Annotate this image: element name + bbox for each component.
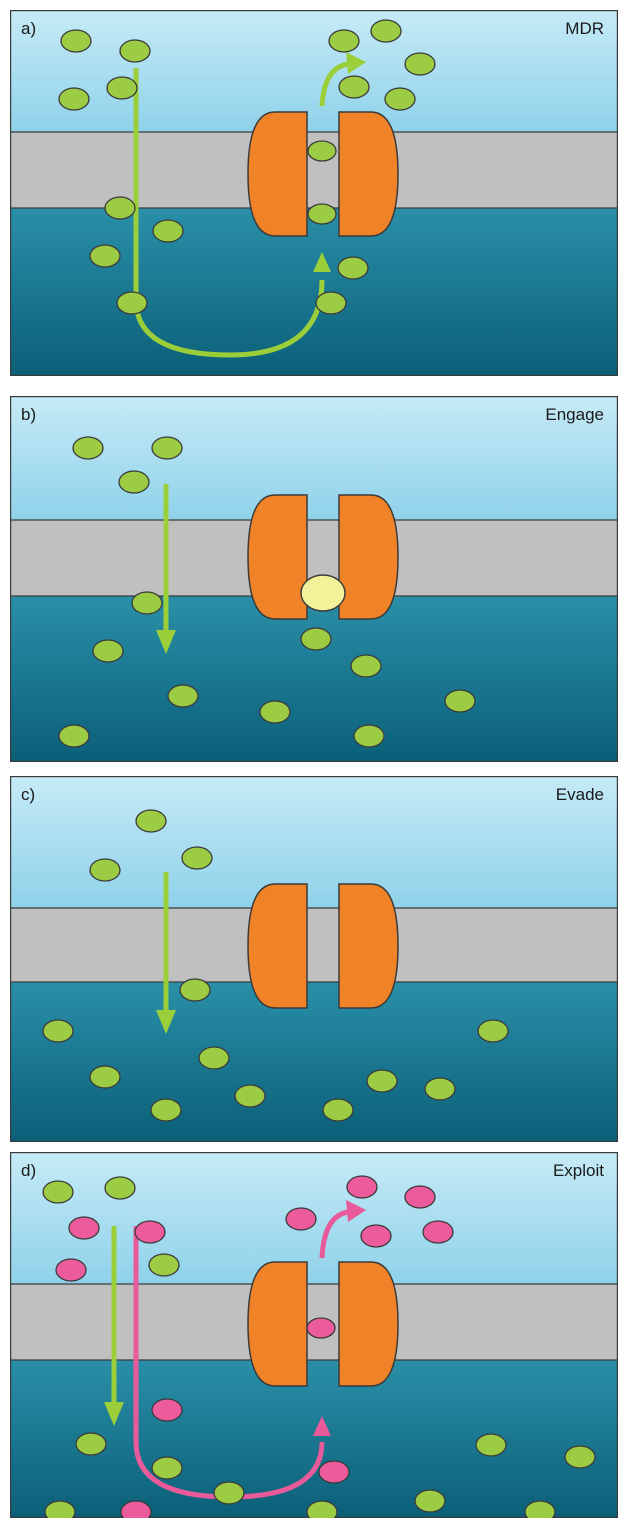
pink-compound-molecule <box>307 1318 335 1338</box>
extracellular-space <box>10 10 618 132</box>
pink-compound-molecule <box>152 1399 182 1421</box>
panel-title: Exploit <box>553 1162 604 1179</box>
drug-molecule <box>182 847 212 869</box>
drug-molecule <box>371 20 401 42</box>
drug-molecule <box>136 810 166 832</box>
extracellular-space <box>10 776 618 908</box>
drug-molecule <box>168 685 198 707</box>
drug-molecule <box>105 197 135 219</box>
drug-molecule <box>445 690 475 712</box>
drug-molecule <box>120 40 150 62</box>
panel-evade: c) Evade <box>10 776 618 1142</box>
drug-molecule <box>308 204 336 224</box>
pink-compound-molecule <box>405 1186 435 1208</box>
drug-molecule <box>105 1177 135 1199</box>
pink-compound-molecule <box>121 1501 151 1518</box>
drug-molecule <box>260 701 290 723</box>
pink-compound-molecule <box>319 1461 349 1483</box>
drug-molecule <box>59 88 89 110</box>
panel-title: Engage <box>545 406 604 423</box>
drug-molecule <box>351 655 381 677</box>
pink-compound-molecule <box>423 1221 453 1243</box>
drug-molecule <box>199 1047 229 1069</box>
drug-molecule <box>316 292 346 314</box>
drug-molecule <box>152 1457 182 1479</box>
drug-molecule <box>93 640 123 662</box>
drug-molecule <box>180 979 210 1001</box>
panel-label: d) <box>21 1162 36 1179</box>
cell-membrane <box>10 908 618 982</box>
efflux-pump-right-half <box>339 112 398 236</box>
drug-molecule <box>385 88 415 110</box>
drug-molecule <box>339 76 369 98</box>
panel-label: a) <box>21 20 36 37</box>
efflux-pump-right-half <box>339 495 398 619</box>
drug-molecule <box>151 1099 181 1121</box>
pink-compound-molecule <box>69 1217 99 1239</box>
drug-molecule <box>107 77 137 99</box>
panel-exploit: d) Exploit <box>10 1152 618 1518</box>
bound-inhibitor <box>301 575 345 611</box>
drug-molecule <box>425 1078 455 1100</box>
drug-molecule <box>308 141 336 161</box>
drug-molecule <box>329 30 359 52</box>
efflux-pump-right-half <box>339 884 398 1008</box>
panel-engage: b) Engage <box>10 396 618 762</box>
drug-molecule <box>149 1254 179 1276</box>
cytoplasm <box>10 982 618 1142</box>
drug-molecule <box>565 1446 595 1468</box>
extracellular-space <box>10 396 618 520</box>
drug-molecule <box>525 1501 555 1518</box>
drug-molecule <box>153 220 183 242</box>
efflux-pump-right-half <box>339 1262 398 1386</box>
drug-molecule <box>73 437 103 459</box>
efflux-pump-left-half <box>248 884 307 1008</box>
pink-compound-molecule <box>286 1208 316 1230</box>
cytoplasm <box>10 596 618 762</box>
drug-molecule <box>323 1099 353 1121</box>
drug-molecule <box>43 1020 73 1042</box>
drug-molecule <box>117 292 147 314</box>
pink-compound-molecule <box>347 1176 377 1198</box>
drug-molecule <box>367 1070 397 1092</box>
panel-mdr: a) MDR <box>10 10 618 376</box>
drug-molecule <box>90 859 120 881</box>
drug-molecule <box>338 257 368 279</box>
efflux-pump-left-half <box>248 1262 307 1386</box>
pink-compound-molecule <box>56 1259 86 1281</box>
drug-molecule <box>405 53 435 75</box>
pink-compound-molecule <box>135 1221 165 1243</box>
drug-molecule <box>415 1490 445 1512</box>
drug-molecule <box>476 1434 506 1456</box>
panel-engage-illustration <box>10 396 618 762</box>
drug-molecule <box>90 245 120 267</box>
panel-mdr-illustration <box>10 10 618 376</box>
drug-molecule <box>43 1181 73 1203</box>
panel-evade-illustration <box>10 776 618 1142</box>
drug-molecule <box>307 1501 337 1518</box>
drug-molecule <box>478 1020 508 1042</box>
drug-molecule <box>119 471 149 493</box>
drug-molecule <box>235 1085 265 1107</box>
drug-molecule <box>214 1482 244 1504</box>
drug-molecule <box>76 1433 106 1455</box>
drug-molecule <box>61 30 91 52</box>
drug-molecule <box>59 725 89 747</box>
panel-title: MDR <box>565 20 604 37</box>
panel-title: Evade <box>556 786 604 803</box>
efflux-pump-left-half <box>248 495 307 619</box>
drug-molecule <box>354 725 384 747</box>
drug-molecule <box>45 1501 75 1518</box>
cytoplasm <box>10 208 618 376</box>
panel-label: b) <box>21 406 36 423</box>
drug-molecule <box>152 437 182 459</box>
drug-molecule <box>301 628 331 650</box>
drug-molecule <box>132 592 162 614</box>
efflux-pump-left-half <box>248 112 307 236</box>
pink-compound-molecule <box>361 1225 391 1247</box>
panel-label: c) <box>21 786 35 803</box>
drug-molecule <box>90 1066 120 1088</box>
panel-exploit-illustration <box>10 1152 618 1518</box>
